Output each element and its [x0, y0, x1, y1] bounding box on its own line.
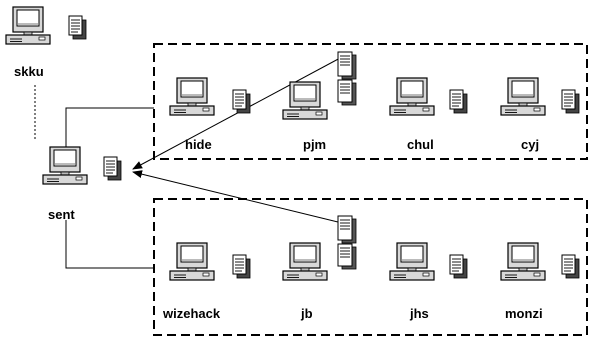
label-jb: jb: [301, 306, 313, 321]
label-cyj: cyj: [521, 137, 540, 152]
sent-document-icon: [103, 156, 122, 181]
skku-document-icon: [68, 15, 87, 40]
hide-computer-icon: [169, 77, 215, 116]
label-pjm: pjm: [303, 137, 327, 152]
jb-server-icon: [337, 215, 357, 270]
host-cyj: [500, 77, 580, 116]
label-hide: hide: [185, 137, 212, 152]
label-jhs: jhs: [410, 306, 429, 321]
skku-computer-icon: [5, 6, 51, 45]
jb-to-sent-arrow: [132, 170, 343, 224]
label-monzi: monzi: [505, 306, 543, 321]
jb-computer-icon: [282, 242, 328, 281]
sent-computer-icon: [42, 146, 88, 185]
jhs-computer-icon: [389, 242, 435, 281]
label-sent: sent: [48, 207, 75, 222]
wizehack-document-icon: [232, 254, 251, 279]
label-wizehack: wizehack: [163, 306, 221, 321]
host-jhs: [389, 242, 468, 281]
jhs-document-icon: [449, 254, 468, 279]
label-chul: chul: [407, 137, 434, 152]
wizehack-computer-icon: [169, 242, 215, 281]
pjm-computer-icon: [282, 81, 328, 120]
chul-document-icon: [449, 89, 468, 114]
cyj-document-icon: [561, 89, 580, 114]
label-skku: skku: [14, 64, 44, 79]
host-chul: [389, 77, 468, 116]
chul-computer-icon: [389, 77, 435, 116]
host-wizehack: [169, 242, 251, 281]
top-host-group-box: [153, 43, 588, 160]
host-sent: [42, 146, 122, 185]
host-monzi: [500, 242, 580, 281]
monzi-document-icon: [561, 254, 580, 279]
pjm-server-icon: [337, 51, 357, 106]
cyj-computer-icon: [500, 77, 546, 116]
host-pjm: [282, 51, 357, 120]
sent-bottom-group-link: [65, 220, 154, 269]
bottom-host-group-box: [153, 198, 588, 336]
hide-document-icon: [232, 89, 251, 114]
host-skku: [5, 6, 87, 45]
host-jb: [282, 215, 357, 281]
host-hide: [169, 77, 251, 116]
sent-top-group-link: [65, 107, 154, 150]
monzi-computer-icon: [500, 242, 546, 281]
